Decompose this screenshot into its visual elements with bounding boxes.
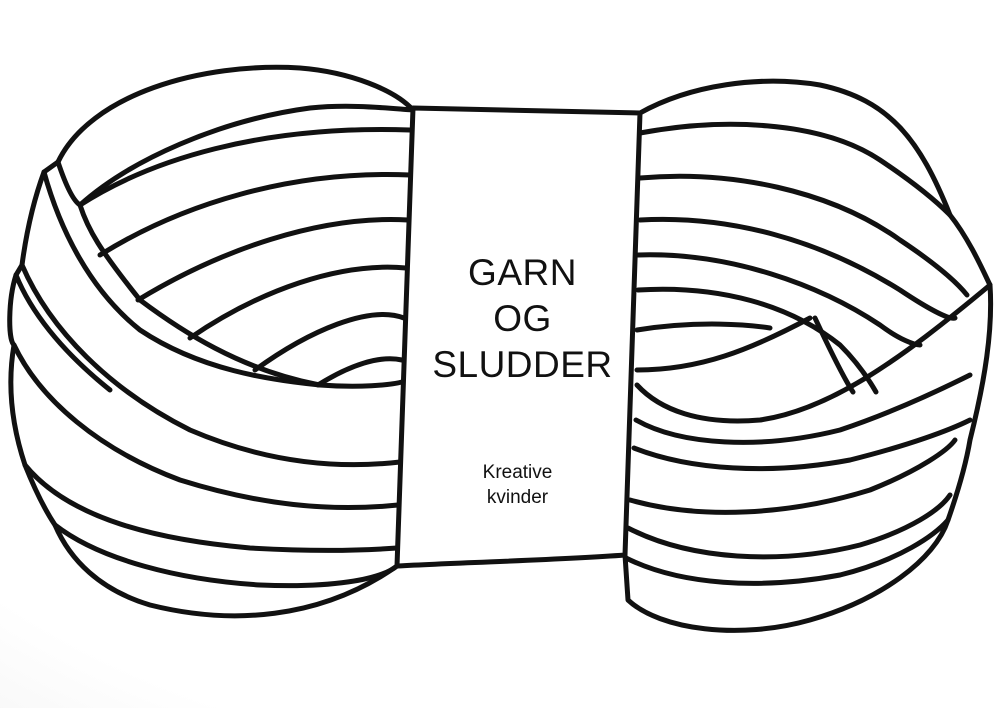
subtitle-line-kreative: Kreative: [482, 462, 553, 483]
brand-title: GARN OG SLUDDER: [410, 250, 635, 388]
title-line-garn: GARN: [468, 252, 577, 293]
title-line-sludder: SLUDDER: [432, 344, 613, 385]
right-yarn-ball: [622, 78, 994, 633]
label-band: [394, 105, 643, 569]
subtitle-line-kvinder: kvinder: [486, 487, 549, 508]
brand-subtitle: Kreative kvinder: [410, 460, 625, 510]
left-yarn-ball: [7, 64, 416, 619]
title-line-og: OG: [493, 298, 552, 339]
